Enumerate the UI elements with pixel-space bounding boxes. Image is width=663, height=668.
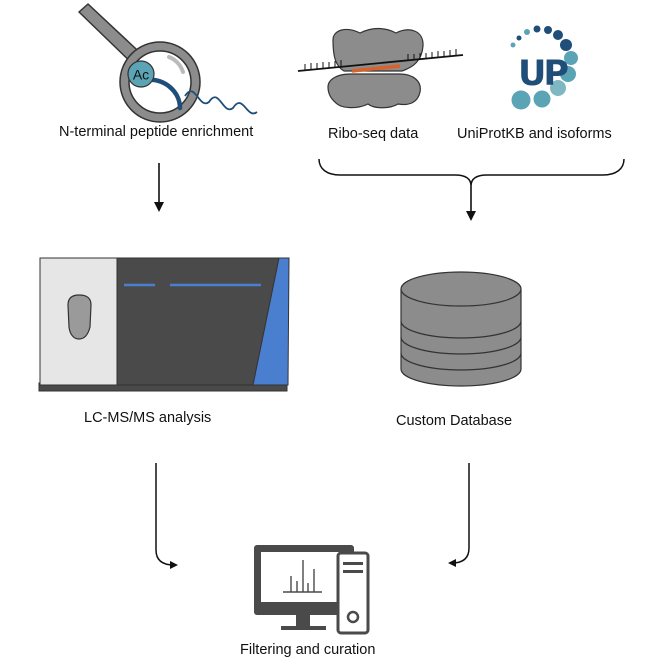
arrow-lcms-to-filtering — [155, 463, 178, 569]
database-icon — [400, 271, 522, 387]
arrow-nterm-to-lcms — [154, 163, 164, 212]
mass-spectrometer-icon — [38, 257, 290, 392]
label-lcms: LC-MS/MS analysis — [84, 410, 212, 426]
label-filtering: Filtering and curation — [240, 642, 376, 658]
magnifier-icon: Ac — [78, 3, 258, 123]
uniprot-logo-icon: UP — [510, 25, 578, 110]
spectrum-chart-icon — [283, 560, 322, 593]
label-custom-database: Custom Database — [396, 413, 513, 429]
label-uniprot: UniProtKB and isoforms — [457, 126, 612, 142]
computer-icon — [254, 545, 370, 635]
label-nterminal-enrichment: N-terminal peptide enrichment — [59, 124, 254, 140]
arrow-db-to-filtering — [448, 463, 470, 567]
ribosome-icon — [297, 27, 464, 109]
label-ribo-seq: Ribo-seq data — [328, 126, 419, 142]
uniprot-logo-text: UP — [518, 54, 568, 94]
merge-brace — [318, 158, 625, 221]
acetyl-label: Ac — [133, 67, 149, 83]
